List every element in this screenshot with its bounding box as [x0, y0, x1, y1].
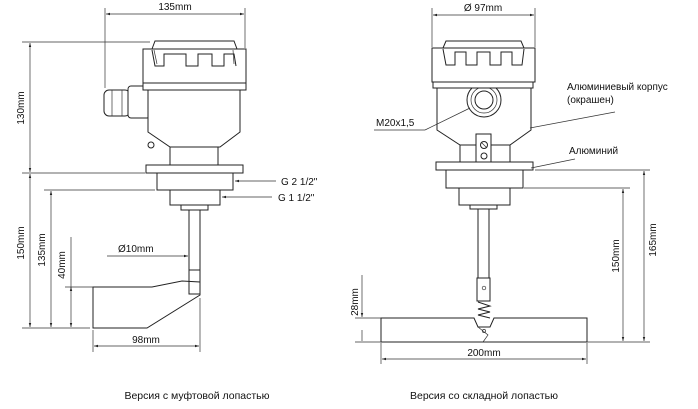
dim-housing-height-130: 130mm: [16, 91, 27, 124]
folding-paddle: [380, 317, 588, 343]
dim-paddle-width-98: 98mm: [132, 335, 160, 346]
label-thread-g-1-1-2: G 1 1/2": [278, 193, 315, 204]
dim-paddle-height-40: 40mm: [57, 251, 68, 279]
label-thread-g-2-1-2: G 2 1/2": [281, 177, 318, 188]
flange: [145, 164, 244, 174]
caption-left-version: Версия с муфтовой лопастью: [124, 390, 269, 402]
flange: [435, 161, 534, 171]
dim-paddle-width-200: 200mm: [467, 348, 500, 359]
housing-cap: [142, 40, 247, 84]
left-device: 135mm 130mm 150mm 135mm 40mm Ø10mm 98mm …: [16, 2, 318, 402]
sleeve-paddle: [92, 280, 201, 329]
rod: [477, 208, 490, 279]
cable-gland: [103, 85, 151, 119]
label-housing-painted: (окрашен): [567, 95, 614, 106]
caption-right-version: Версия со складной лопастью: [410, 390, 558, 402]
dim-length-165: 165mm: [648, 223, 659, 256]
housing-cap: [431, 40, 536, 83]
right-device: Ø 97mm M20x1,5 Алюминиевый корпус (окраш…: [350, 3, 668, 402]
label-flange-material: Алюминий: [569, 146, 618, 157]
dim-rod-diameter: Ø10mm: [118, 244, 154, 255]
label-gland-m20: M20x1,5: [376, 118, 415, 129]
dim-length-135: 135mm: [37, 233, 48, 266]
housing-body: [147, 89, 241, 148]
dim-length-150: 150mm: [611, 239, 622, 272]
dim-paddle-height-28: 28mm: [350, 288, 361, 316]
spring: [477, 301, 492, 319]
dim-diameter-97: Ø 97mm: [464, 3, 502, 14]
dim-length-150: 150mm: [16, 226, 27, 259]
thread-g-2-1-2: [156, 172, 234, 191]
thread-g-1-1-2: [169, 189, 221, 206]
label-housing-material: Алюминиевый корпус: [567, 82, 668, 93]
dim-width-135: 135mm: [158, 2, 191, 13]
